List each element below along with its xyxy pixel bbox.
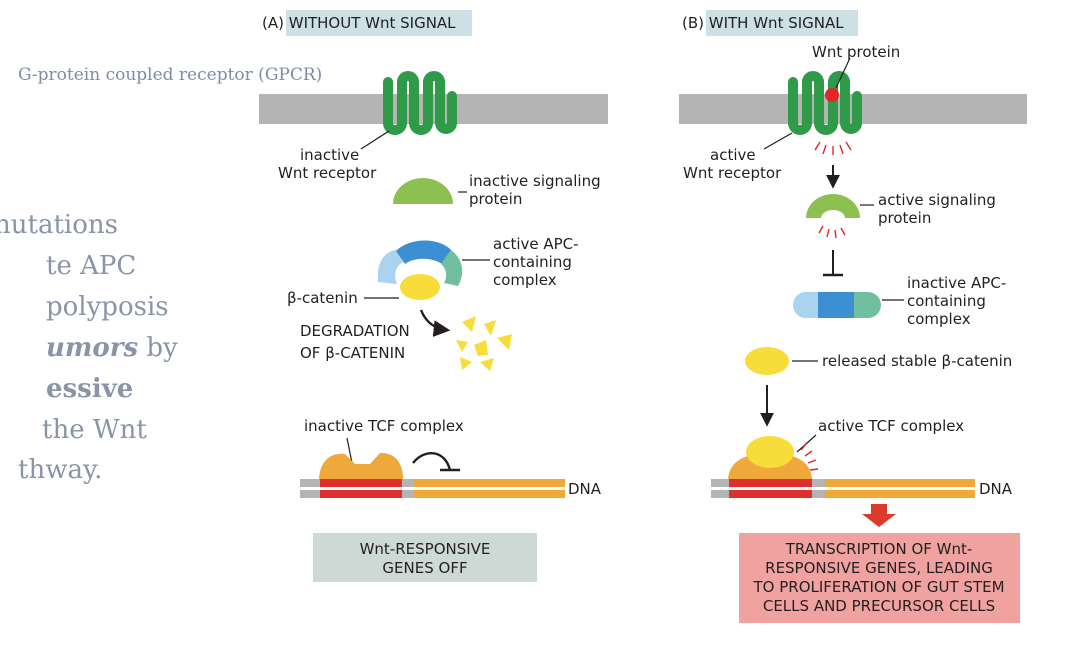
tcf-activation-rays [800, 443, 819, 471]
gpcr-label: G-protein coupled receptor (GPCR) [18, 65, 322, 85]
result-a-line-2: GENES OFF [382, 559, 467, 577]
wnt-label: Wnt protein [812, 43, 900, 61]
degradation-arrow [419, 309, 451, 337]
degradation-label-2: OF β-CATENIN [300, 344, 405, 362]
active-signaling-protein [806, 194, 860, 218]
wnt-leader [835, 57, 851, 89]
signaling-a-label-1: inactive signaling [469, 172, 601, 190]
beta-catenin-b-label: released stable β-catenin [822, 352, 1012, 370]
apc-teal-segment [441, 250, 463, 286]
slide-text-block: nutations te APC polyposis umors by essi… [0, 210, 178, 485]
apc-b-label-3: complex [907, 310, 971, 328]
transcription-arrow [862, 504, 896, 527]
result-box-a [313, 533, 537, 582]
signaling-a-label-2: protein [469, 190, 522, 208]
apc-a-label-2: containing [493, 253, 572, 271]
apc-b-label-2: containing [907, 292, 986, 310]
slide-text-emphasis: umors [46, 333, 138, 363]
inactive-signaling-protein [393, 178, 453, 204]
wnt-protein [825, 88, 839, 102]
receptor-b-label-2: Wnt receptor [683, 164, 782, 182]
slide-text-line-1: nutations [0, 210, 118, 240]
panel-a-title-bg [286, 10, 472, 36]
signaling-b-label-2: protein [878, 209, 931, 227]
degraded-fragments [456, 316, 512, 371]
apc-a-label-1: active APC- [493, 235, 579, 253]
slide-text-line-2: te APC [46, 251, 136, 281]
panel-b: (B) WITH Wnt SIGNAL Wnt protein active W… [679, 10, 1027, 623]
tcf-b-label: active TCF complex [818, 417, 964, 435]
result-b-line-1: TRANSCRIPTION OF Wnt- [785, 540, 973, 558]
panel-a: (A) WITHOUT Wnt SIGNAL G-protein coupled… [18, 10, 608, 582]
repression-arc [412, 452, 452, 471]
apc-b-label-1: inactive APC- [907, 274, 1006, 292]
slide-text-line-5: essive [46, 374, 133, 404]
beta-catenin-a [400, 274, 440, 300]
tcf-b-leader [796, 434, 817, 453]
released-beta-catenin [745, 347, 789, 375]
active-wnt-receptor [788, 71, 862, 135]
panel-a-title: (A) WITHOUT Wnt SIGNAL [262, 14, 456, 32]
dna-b [711, 479, 975, 498]
receptor-activation-rays [814, 141, 852, 155]
apc-light-segment [377, 250, 403, 284]
tcf-a-label: inactive TCF complex [304, 417, 464, 435]
inactive-wnt-receptor [383, 71, 457, 135]
receptor-a-label-2: Wnt receptor [278, 164, 377, 182]
result-box-b [739, 533, 1020, 623]
result-b-line-3: TO PROLIFERATION OF GUT STEM [752, 578, 1004, 596]
signaling-b-label-1: active signaling [878, 191, 996, 209]
slide-text-line-6: the Wnt [42, 415, 147, 445]
beta-catenin-a-label: β-catenin [287, 289, 358, 307]
receptor-a-label-1: inactive [300, 146, 359, 164]
signaling-activation-rays [818, 225, 846, 239]
panel-b-title-bg [706, 10, 858, 36]
receptor-b-leader [763, 132, 793, 150]
degradation-label-1: DEGRADATION [300, 322, 410, 340]
slide-text-line-4: umors by [46, 333, 178, 363]
dna-a [300, 479, 565, 498]
apc-a-label-3: complex [493, 271, 557, 289]
membrane-a [259, 94, 608, 124]
result-a-line-1: Wnt-RESPONSIVE [360, 540, 491, 558]
panel-b-title: (B) WITH Wnt SIGNAL [682, 14, 844, 32]
inactive-apc-complex [793, 292, 881, 318]
receptor-a-leader [360, 130, 390, 150]
apc-blue-segment [396, 240, 452, 264]
tcf-a-leader [346, 437, 353, 464]
bound-beta-catenin [746, 436, 794, 468]
result-b-line-4: CELLS AND PRECURSOR CELLS [763, 597, 995, 615]
inactive-tcf-complex [319, 452, 404, 481]
dna-a-label: DNA [568, 480, 602, 498]
dna-b-label: DNA [979, 480, 1013, 498]
slide-text-line-3: polyposis [46, 292, 169, 322]
result-b-line-2: RESPONSIVE GENES, LEADING [765, 559, 993, 577]
slide-text-line-4-tail: by [138, 333, 178, 363]
receptor-b-label-1: active [710, 146, 756, 164]
slide-text-line-7: thway. [18, 455, 102, 485]
